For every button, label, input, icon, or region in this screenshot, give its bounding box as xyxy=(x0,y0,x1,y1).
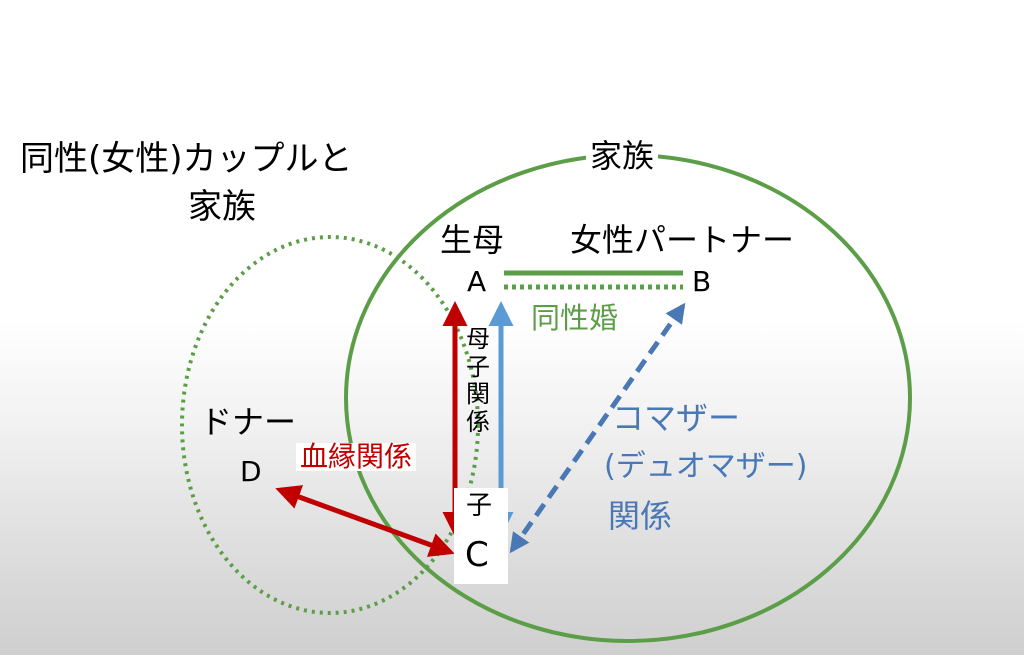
donor-child-arrow xyxy=(275,485,455,557)
comother-label-line1: コマザー xyxy=(612,399,741,437)
blood-relation-label: 血縁関係 xyxy=(296,443,417,471)
title-line2: 家族 xyxy=(188,187,256,227)
same-sex-marriage-label: 同性婚 xyxy=(531,301,619,335)
title-line1: 同性(女性)カップルと xyxy=(20,139,353,179)
node-c-role: 子 xyxy=(466,491,493,521)
node-a-role: 生母 xyxy=(440,221,505,259)
node-b-role: 女性パートナー xyxy=(570,221,795,259)
comother-label-line2: (デュオマザー) xyxy=(604,449,808,484)
node-d-role: ドナー xyxy=(200,403,297,441)
node-a-letter: A xyxy=(467,265,487,298)
mother-child-char: 母 xyxy=(466,325,490,353)
donor-dotted-ellipse xyxy=(180,235,480,615)
family-label: 家族 xyxy=(586,140,659,172)
child-box xyxy=(454,488,508,584)
node-b-letter: B xyxy=(692,265,712,298)
node-c-letter: C xyxy=(465,535,489,575)
node-d-letter: D xyxy=(240,455,262,488)
comother-arrow xyxy=(509,302,686,554)
comother-label-line3: 関係 xyxy=(608,497,673,535)
mother-child-char: 係 xyxy=(466,407,490,436)
mother-child-label: 母 子 関 係 xyxy=(463,325,493,436)
mother-child-char: 子 xyxy=(466,352,490,381)
mother-child-char: 関 xyxy=(466,380,490,409)
